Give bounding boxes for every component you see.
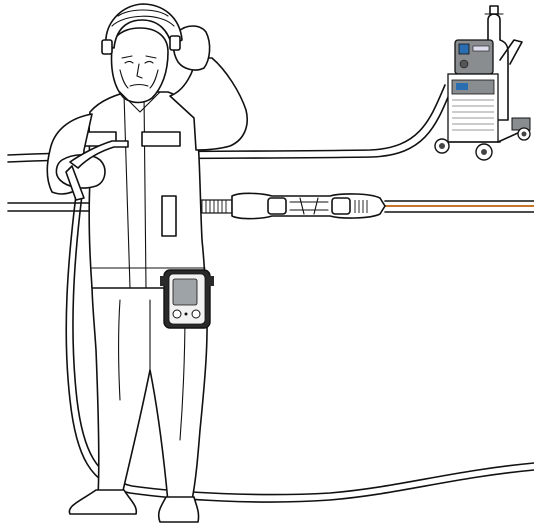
cable-connector xyxy=(198,193,385,218)
remote-knob-right xyxy=(192,310,200,318)
left-boot xyxy=(69,490,136,514)
remote-knob-left xyxy=(173,310,181,318)
welder xyxy=(47,4,247,522)
chest-pocket-right xyxy=(142,132,180,146)
right-boot xyxy=(159,497,199,522)
remote-control xyxy=(160,270,214,328)
remote-screen xyxy=(173,279,197,305)
welding-machine xyxy=(435,6,530,160)
